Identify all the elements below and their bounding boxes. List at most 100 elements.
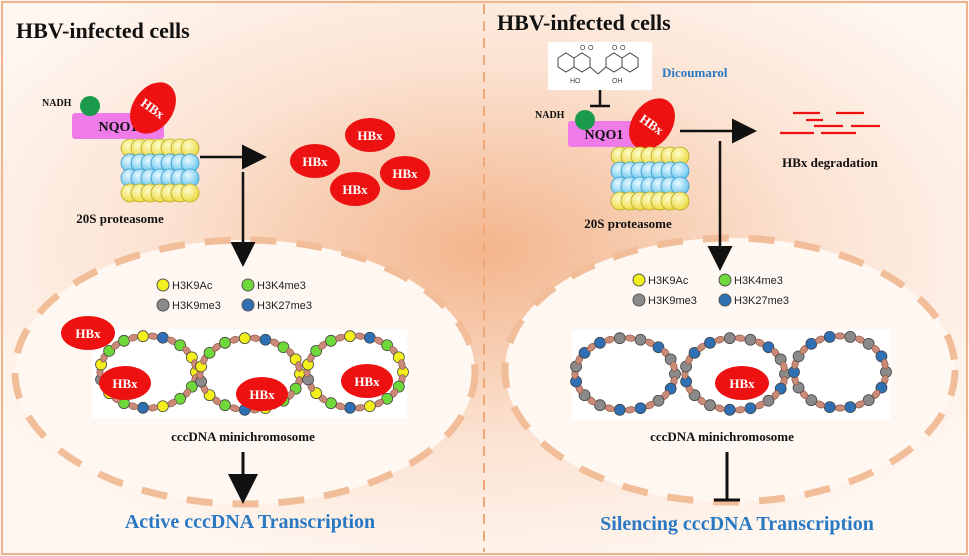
legend-dot-h3k9ac	[156, 278, 170, 292]
hbx-label: HBx	[342, 182, 368, 197]
hbx-degradation-fragments	[780, 111, 880, 135]
legend-label-h3k4me3: H3K4me3	[257, 280, 306, 292]
right-outcome: Silencing cccDNA Transcription	[600, 513, 874, 535]
left-nqo1-complex: NQO1 NADH HBx	[42, 82, 176, 139]
histone-mark	[594, 399, 606, 412]
right-legend: H3K9Ac H3K4me3 H3K9me3 H3K27me3	[632, 273, 789, 307]
left-nadh-label: NADH	[42, 98, 72, 109]
legend-label-h3k27me3: H3K27me3	[734, 295, 789, 307]
histone-mark	[704, 336, 716, 349]
histone-mark	[363, 400, 376, 413]
right-chromatin-hbx: HBx	[715, 366, 769, 400]
legend-dot-h3k9ac	[632, 273, 646, 287]
histone-mark	[704, 399, 716, 412]
dicoumarol-label: Dicoumarol	[662, 65, 728, 80]
left-legend: H3K9Ac H3K4me3 H3K9me3 H3K27me3	[156, 278, 312, 312]
histone-mark	[344, 330, 356, 343]
left-hbx-bound	[130, 82, 176, 134]
nucleosome	[834, 404, 846, 412]
hbx-label: HBx	[354, 374, 380, 389]
left-free-hbx-group: HBx HBx HBx HBx	[290, 118, 430, 206]
left-minichromosome-label: cccDNA minichromosome	[171, 429, 315, 444]
nucleosome	[295, 361, 303, 372]
left-free-hbx: HBx	[290, 144, 340, 178]
legend-label-h3k9me3: H3K9me3	[648, 295, 697, 307]
histone-mark	[174, 392, 187, 405]
hbx-degradation-label: HBx degradation	[782, 155, 878, 170]
right-panel: HBV-infected cells O O O O HO OH Dicouma…	[497, 10, 892, 535]
histone-mark	[325, 397, 337, 410]
right-hbx-bound	[629, 98, 675, 150]
right-20s-proteasome	[610, 146, 690, 211]
legend-dot-h3k9me3	[156, 298, 170, 312]
histone-mark	[156, 400, 169, 413]
nucleosome	[834, 332, 846, 340]
left-nqo1-label: NQO1	[99, 120, 138, 135]
legend-dot-h3k4me3	[241, 278, 255, 292]
histone-mark	[723, 403, 736, 416]
nucleosome	[398, 359, 406, 370]
histone-mark	[805, 394, 818, 407]
histone-mark	[344, 401, 356, 414]
right-proteasome-label: 20S proteasome	[584, 216, 672, 231]
proteasome-alpha-subunit	[670, 191, 690, 211]
right-minichromosome-label: cccDNA minichromosome	[650, 429, 794, 444]
legend-dot-h3k27me3	[241, 298, 255, 312]
right-title: HBV-infected cells	[497, 10, 671, 35]
legend-label-h3k9ac: H3K9Ac	[172, 280, 213, 292]
left-free-hbx: HBx	[380, 156, 430, 190]
left-free-hbx: HBx	[330, 172, 380, 206]
histone-mark	[652, 341, 665, 354]
histone-mark	[744, 402, 757, 415]
nucleosome	[670, 361, 678, 372]
histone-mark	[381, 392, 394, 405]
histone-mark	[723, 332, 736, 345]
left-panel: HBV-infected cells NQO1 NADH HBx 20S pro…	[16, 18, 430, 533]
histone-mark	[219, 399, 231, 412]
hbx-label: HBx	[112, 376, 138, 391]
left-chromatin-hbx: HBx	[99, 366, 151, 400]
histone-mark	[762, 394, 775, 407]
histone-mark	[137, 401, 149, 414]
dicoumarol-atom: O	[580, 45, 586, 52]
legend-dot-h3k4me3	[718, 273, 732, 287]
right-nqo1-complex: NQO1 NADH HBx	[535, 98, 675, 150]
histone-mark	[744, 333, 757, 346]
right-nqo1-label: NQO1	[585, 128, 624, 143]
left-chromatin-hbx: HBx	[341, 364, 393, 398]
hbx-label: HBx	[302, 154, 328, 169]
left-free-hbx: HBx	[345, 118, 395, 152]
left-title: HBV-infected cells	[16, 18, 190, 43]
legend-label-h3k4me3: H3K4me3	[734, 275, 783, 287]
histone-mark	[259, 333, 272, 346]
dicoumarol-atom: O	[612, 45, 618, 52]
histone-mark	[219, 336, 231, 349]
histone-mark	[325, 334, 337, 347]
dicoumarol-atom: O	[620, 45, 626, 52]
legend-label-h3k9ac: H3K9Ac	[648, 275, 689, 287]
histone-mark	[823, 331, 836, 343]
left-hbx-on-chromatin: HBx HBx HBx HBx	[61, 316, 393, 411]
right-cccdna-rings	[570, 331, 892, 416]
histone-mark	[862, 394, 875, 407]
histone-mark	[156, 331, 169, 344]
left-nadh-dot	[80, 96, 100, 116]
nucleosome	[780, 361, 788, 372]
dicoumarol-atom: HO	[570, 78, 581, 85]
nucleosome	[881, 358, 889, 370]
left-chromatin-hbx: HBx	[236, 377, 288, 411]
dicoumarol-atom: O	[588, 45, 594, 52]
legend-label-h3k9me3: H3K9me3	[172, 300, 221, 312]
histone-mark	[634, 333, 647, 346]
histone-mark	[363, 331, 376, 344]
legend-label-h3k27me3: H3K27me3	[257, 300, 312, 312]
hbx-label: HBx	[729, 376, 755, 391]
histone-mark	[118, 334, 130, 347]
proteasome-alpha-subunit	[180, 183, 200, 203]
histone-mark	[862, 337, 875, 350]
histone-mark	[844, 401, 857, 413]
left-chromatin-hbx: HBx	[61, 316, 115, 350]
dicoumarol-atom: OH	[612, 78, 623, 85]
histone-mark	[613, 332, 626, 345]
